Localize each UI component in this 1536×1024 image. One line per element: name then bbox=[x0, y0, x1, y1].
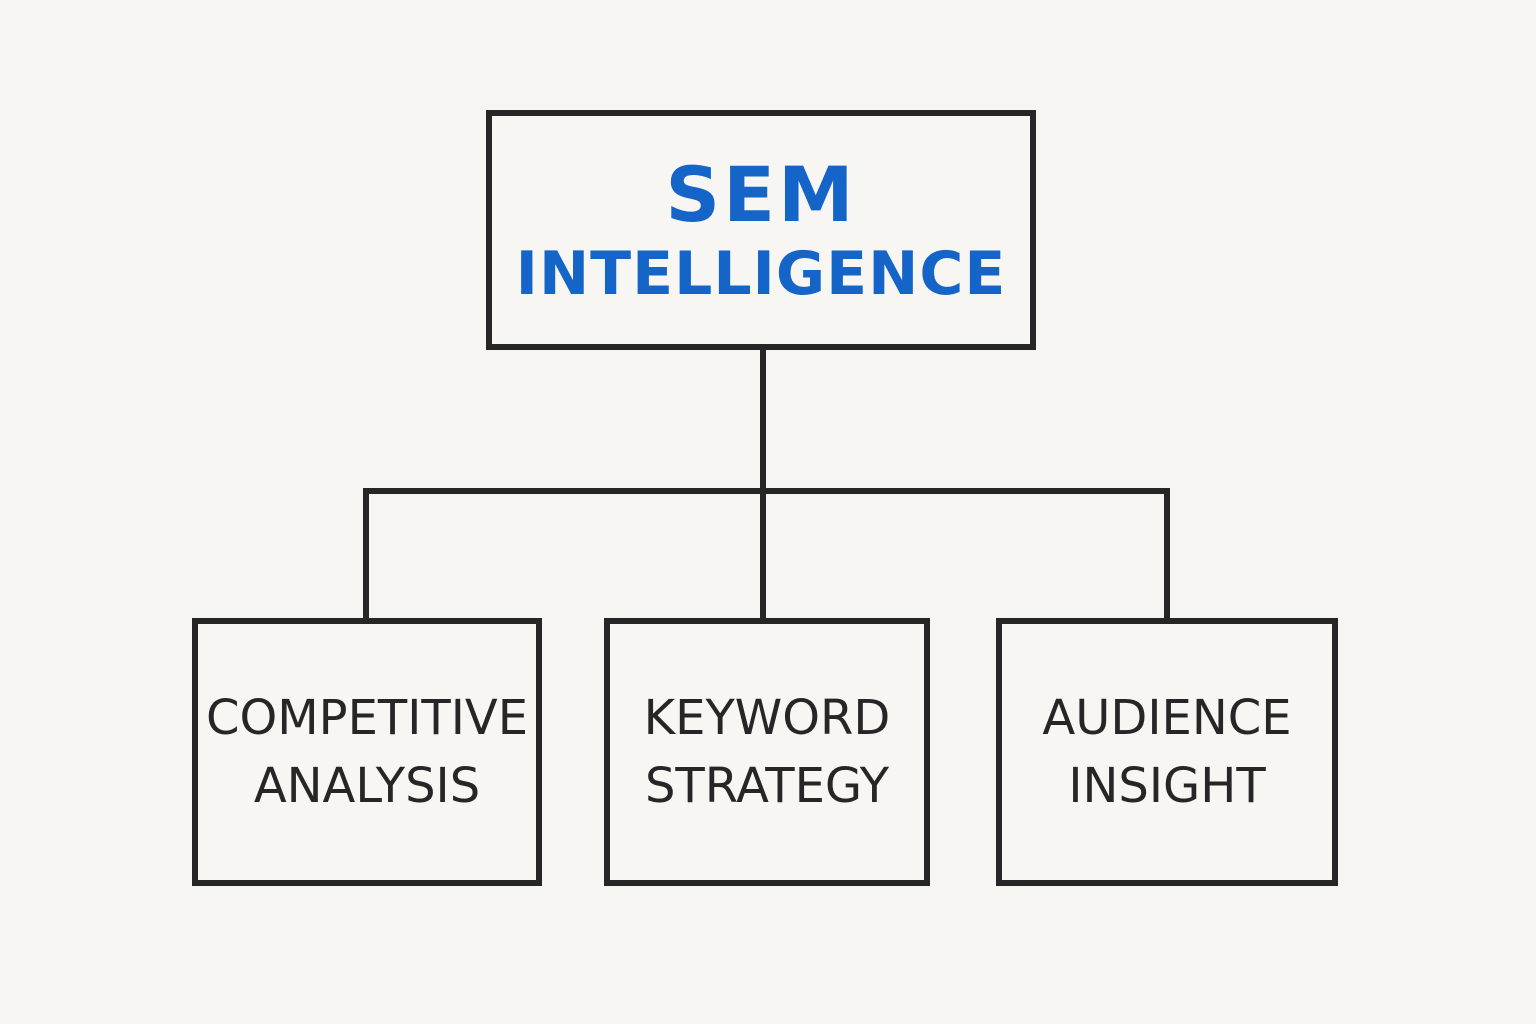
connector-left bbox=[363, 488, 369, 620]
root-node-sem-intelligence: SEM INTELLIGENCE bbox=[486, 110, 1036, 350]
child-label-line2: ANALYSIS bbox=[253, 758, 481, 814]
child-label-line2: STRATEGY bbox=[644, 758, 890, 814]
root-title-line1: SEM bbox=[665, 150, 857, 239]
child-label-line1: AUDIENCE bbox=[1042, 690, 1292, 746]
child-label-line2: INSIGHT bbox=[1068, 758, 1266, 814]
child-node-competitive-analysis: COMPETITIVE ANALYSIS bbox=[192, 618, 542, 886]
child-node-audience-insight: AUDIENCE INSIGHT bbox=[996, 618, 1338, 886]
connector-horizontal bbox=[363, 488, 1170, 494]
child-label-line1: COMPETITIVE bbox=[205, 690, 529, 746]
root-title-line2: INTELLIGENCE bbox=[515, 239, 1007, 309]
child-label-line1: KEYWORD bbox=[643, 690, 891, 746]
connector-root-vertical bbox=[760, 348, 766, 620]
connector-right bbox=[1164, 488, 1170, 620]
child-node-keyword-strategy: KEYWORD STRATEGY bbox=[604, 618, 930, 886]
